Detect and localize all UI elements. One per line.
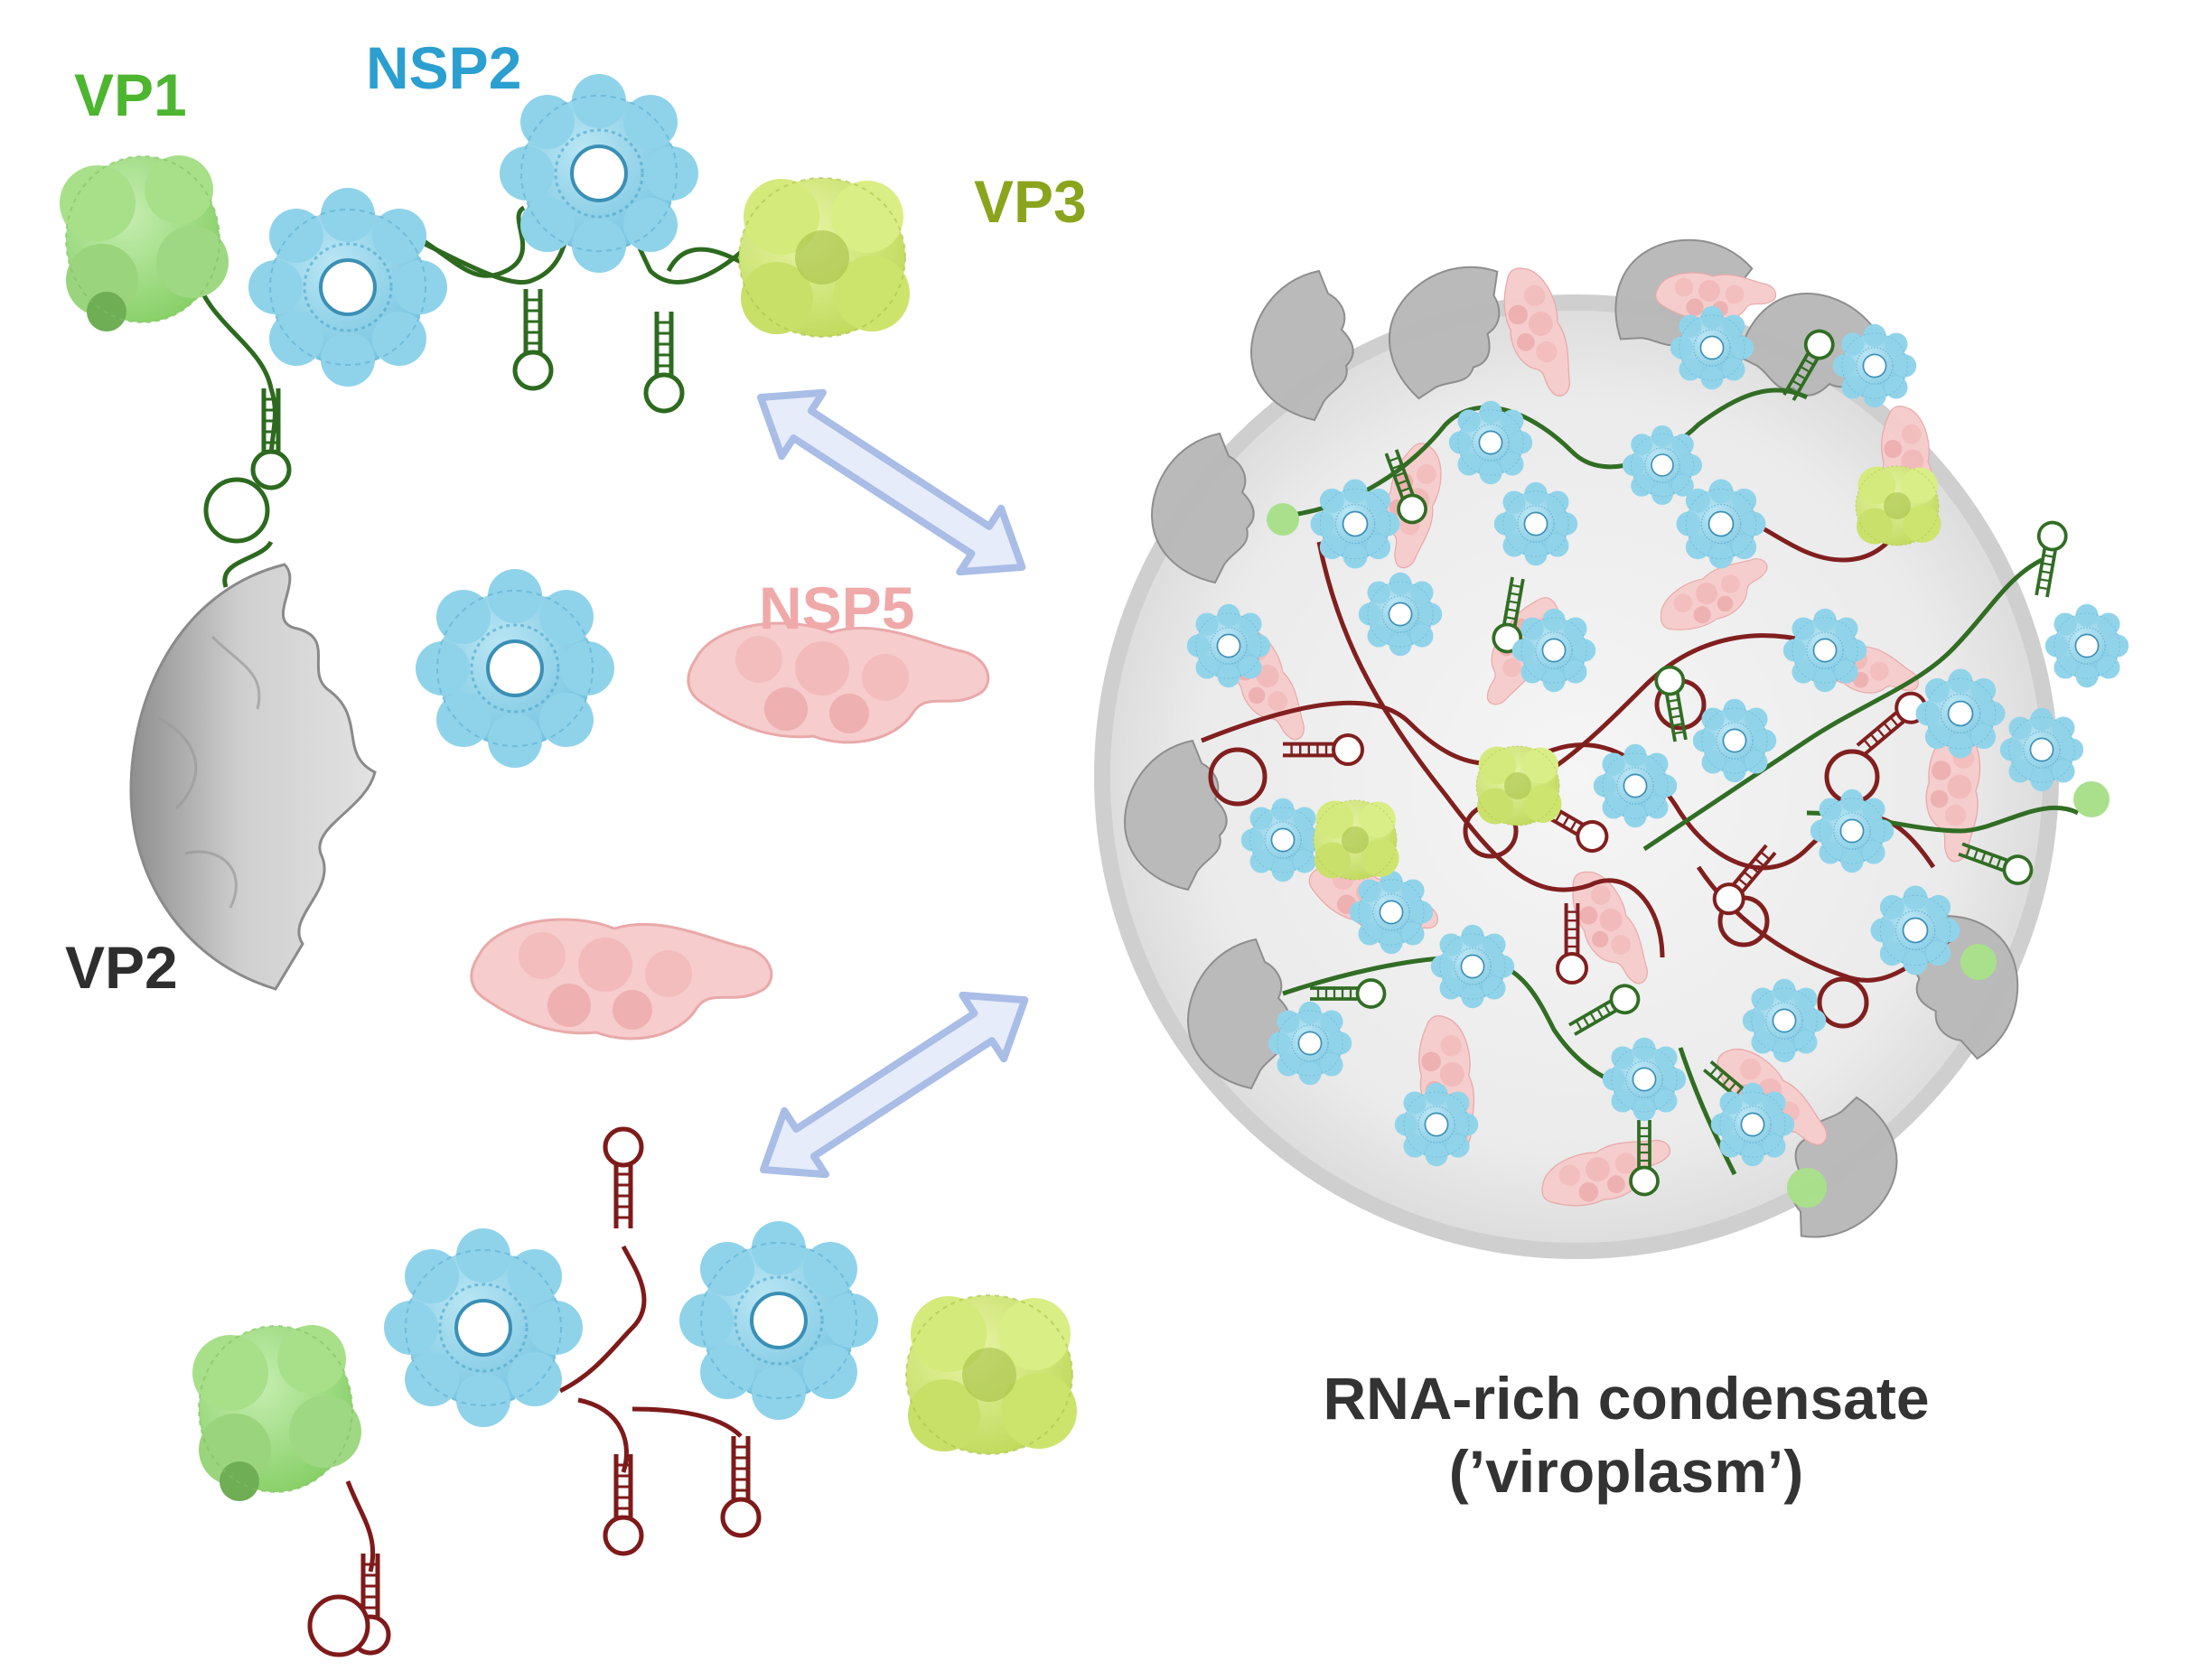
vp1-top [59,154,229,332]
vp1-bottom [192,1324,362,1502]
condensate-droplet [1094,209,2130,1260]
vp1-label: VP1 [74,61,187,128]
bottom-rna-complex [307,1129,759,1657]
double-headed-arrow-icon [743,968,1045,1201]
condensate-caption: RNA-rich condensate (’viroplasm’) [1174,1362,2078,1507]
vp2-free [129,563,377,991]
vp3-bottom [905,1294,1078,1455]
nsp2-free [414,567,616,770]
caption-line-2: (’viroplasm’) [1448,1437,1804,1505]
nsp2-bottom-right [678,1219,880,1422]
condensate-contents [1124,209,2130,1260]
nsp2-top-left [247,186,449,388]
nsp2-bottom-left [382,1227,585,1429]
nsp2-label: NSP2 [366,34,522,101]
vp3-top [738,177,911,338]
nsp2-top-right [498,72,700,275]
vp2-label: VP2 [65,934,178,1001]
nsp5-free-bottom [470,918,773,1041]
nsp5-label: NSP5 [759,574,915,641]
caption-line-1: RNA-rich condensate [1323,1365,1930,1432]
double-headed-arrow-icon [740,366,1043,599]
vp3-label: VP3 [974,168,1087,235]
